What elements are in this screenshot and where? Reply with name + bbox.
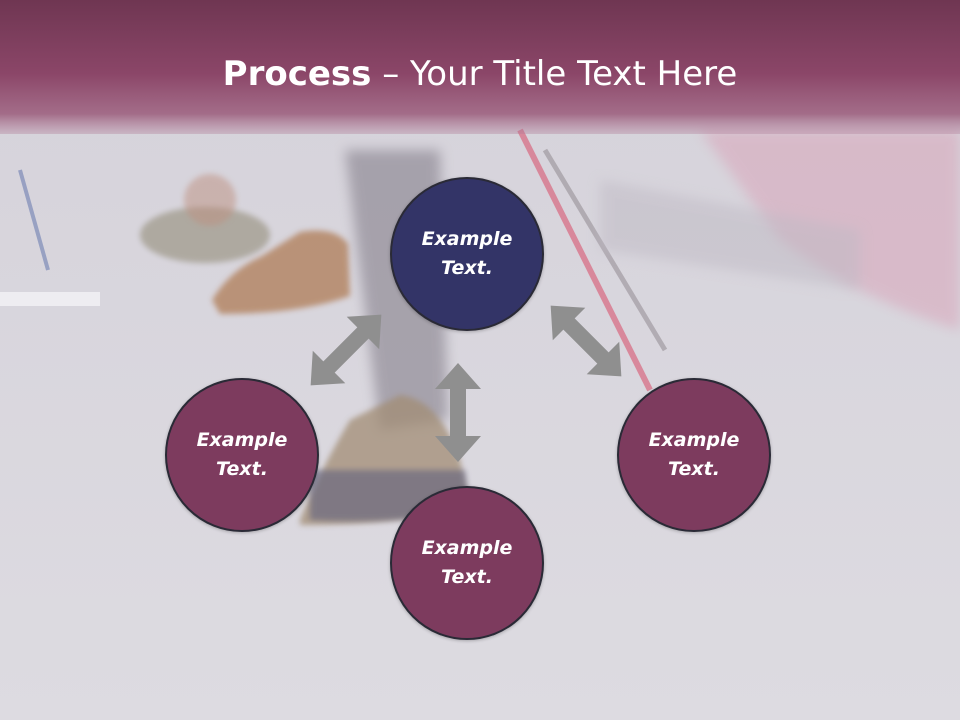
arrow-diagonal-left <box>310 314 382 386</box>
title-banner <box>0 0 960 134</box>
arrow-diagonal-right <box>550 305 622 377</box>
title-bold: Process <box>222 54 372 94</box>
bottom-node-label: Example Text. <box>421 537 513 588</box>
right-node-label: Example Text. <box>648 429 740 480</box>
bottom-node: Example Text. <box>390 486 544 640</box>
center-node-label: Example Text. <box>421 228 513 279</box>
left-node: Example Text. <box>165 378 319 532</box>
left-node-label: Example Text. <box>196 429 288 480</box>
right-node: Example Text. <box>617 378 771 532</box>
title-rest: Your Title Text Here <box>410 54 738 94</box>
center-node: Example Text. <box>390 177 544 331</box>
page-title: Process – Your Title Text Here <box>0 50 960 98</box>
title-separator: – <box>371 54 411 94</box>
arrow-vertical <box>435 363 481 462</box>
